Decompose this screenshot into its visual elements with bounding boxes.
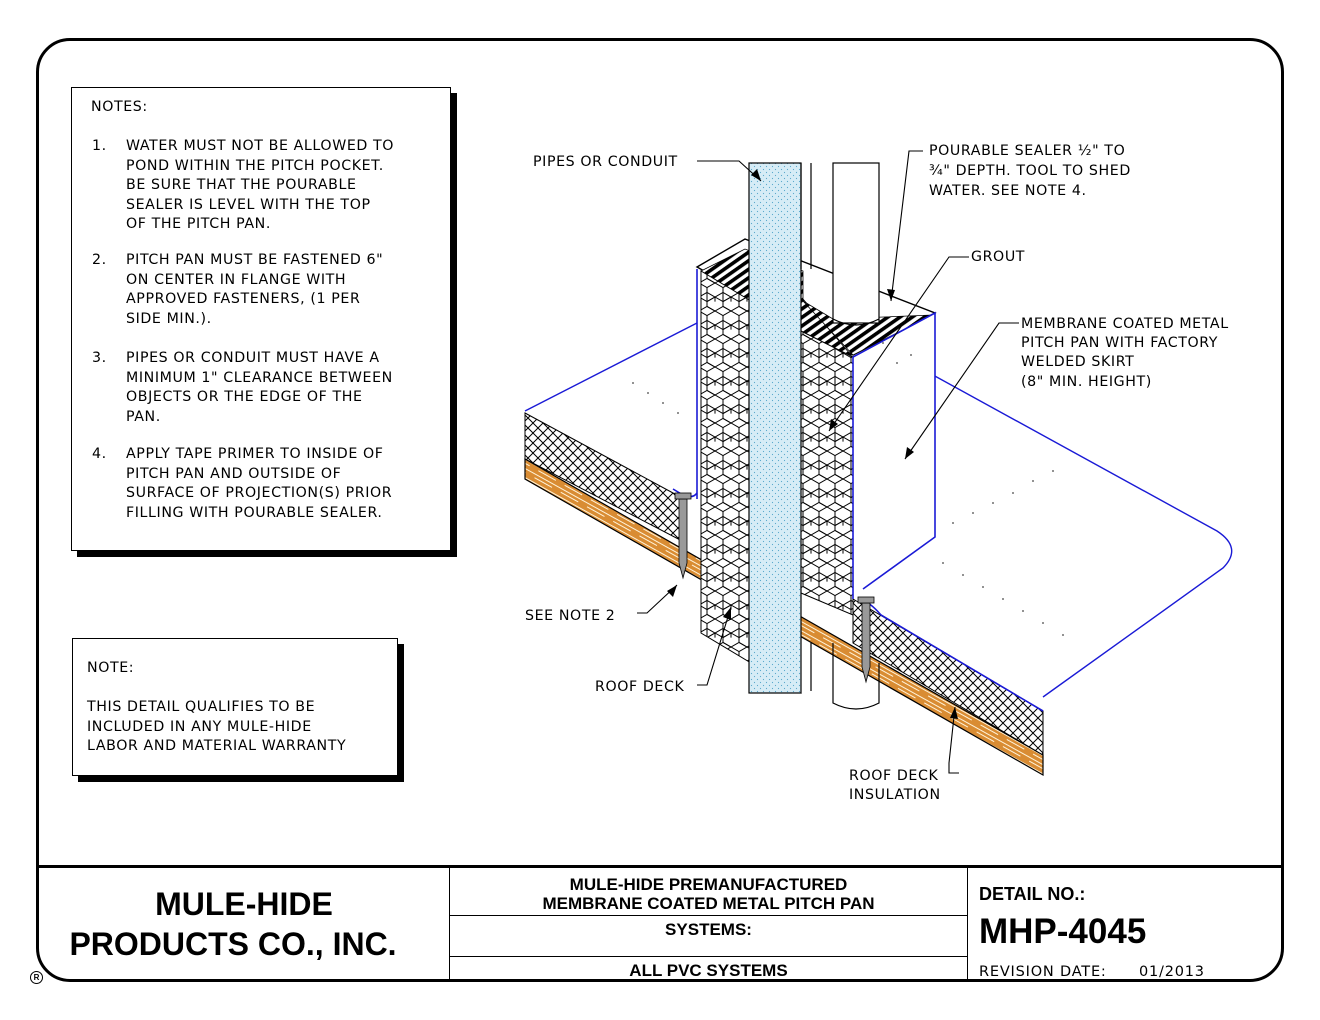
callout-grout: GROUT [971,249,1025,265]
pitch-pan-detail-drawing: PIPES OR CONDUIT POURABLE SEALER ½" TO ¾… [524,143,1233,803]
grout-front-right [800,330,854,616]
callout-membrane-line2: PITCH PAN WITH FACTORY [1021,335,1218,351]
company-name-line1: MULE-HIDE [155,886,333,922]
fastener-right [857,596,875,684]
pipe-below-deck [832,643,880,710]
detail-number: MHP-4045 [979,912,1147,951]
note-number: 2. [92,252,107,268]
revision-date-label: REVISION DATE: [979,964,1107,980]
warranty-note-text: THIS DETAIL QUALIFIES TO BE INCLUDED IN … [87,699,347,754]
registered-trademark-icon: R [30,971,43,984]
callout-insulation-line1: ROOF DECK [849,768,938,784]
systems-label: SYSTEMS: [665,920,752,939]
fastener-left [674,492,692,580]
note-text: APPLY TAPE PRIMER TO INSIDE OF PITCH PAN… [126,446,393,521]
title-block-divider [967,868,968,979]
warranty-note-box: NOTE: THIS DETAIL QUALIFIES TO BE INCLUD… [72,638,398,776]
note-text: PITCH PAN MUST BE FASTENED 6" ON CENTER … [126,252,384,327]
title-block: MULE-HIDE PRODUCTS CO., INC. MULE-HIDE P… [39,865,1281,980]
callout-membrane-line4: (8" MIN. HEIGHT) [1021,374,1152,390]
note-number: 3. [92,350,107,366]
callout-pipes-or-conduit: PIPES OR CONDUIT [533,154,678,170]
pipe-conduit-front [748,162,802,694]
membrane-sheet-left [525,319,697,501]
drawing-frame: NOTES: 1. WATER MUST NOT BE ALLOWED TO P… [36,38,1284,982]
callout-pourable-sealer-line2: ¾" DEPTH. TOOL TO SHED [929,163,1131,179]
company-name-line2: PRODUCTS CO., INC. [69,926,397,962]
pipe-conduit-back [832,162,880,324]
notes-box: NOTES: 1. WATER MUST NOT BE ALLOWED TO P… [71,87,451,551]
callout-pourable-sealer-line1: POURABLE SEALER ½" TO [929,143,1125,159]
systems-value: ALL PVC SYSTEMS [629,961,788,980]
title-block-rule [450,915,967,916]
note-number: 4. [92,446,107,462]
callout-see-note-2: SEE NOTE 2 [525,608,615,624]
callout-membrane-line1: MEMBRANE COATED METAL [1021,316,1229,332]
membrane-sheet-right [855,359,1233,697]
product-title-line1: MULE-HIDE PREMANUFACTURED [569,875,848,894]
product-title-line2: MEMBRANE COATED METAL PITCH PAN [542,894,875,913]
revision-date-value: 01/2013 [1139,964,1205,980]
note-number: 1. [92,138,107,154]
note-text: PIPES OR CONDUIT MUST HAVE A MINIMUM 1" … [126,350,393,425]
callout-pourable-sealer-line3: WATER. SEE NOTE 4. [929,183,1087,199]
title-block-divider [449,868,450,979]
callout-membrane-line3: WELDED SKIRT [1021,354,1134,370]
notes-title: NOTES: [91,99,148,115]
callout-roof-deck: ROOF DECK [595,679,684,695]
callout-insulation-line2: INSULATION [849,787,941,803]
pitch-pan-side [853,313,935,589]
detail-no-label: DETAIL NO.: [979,884,1086,904]
note-text: WATER MUST NOT BE ALLOWED TO POND WITHIN… [126,138,395,232]
warranty-note-title: NOTE: [87,660,135,676]
title-block-rule [450,956,967,957]
